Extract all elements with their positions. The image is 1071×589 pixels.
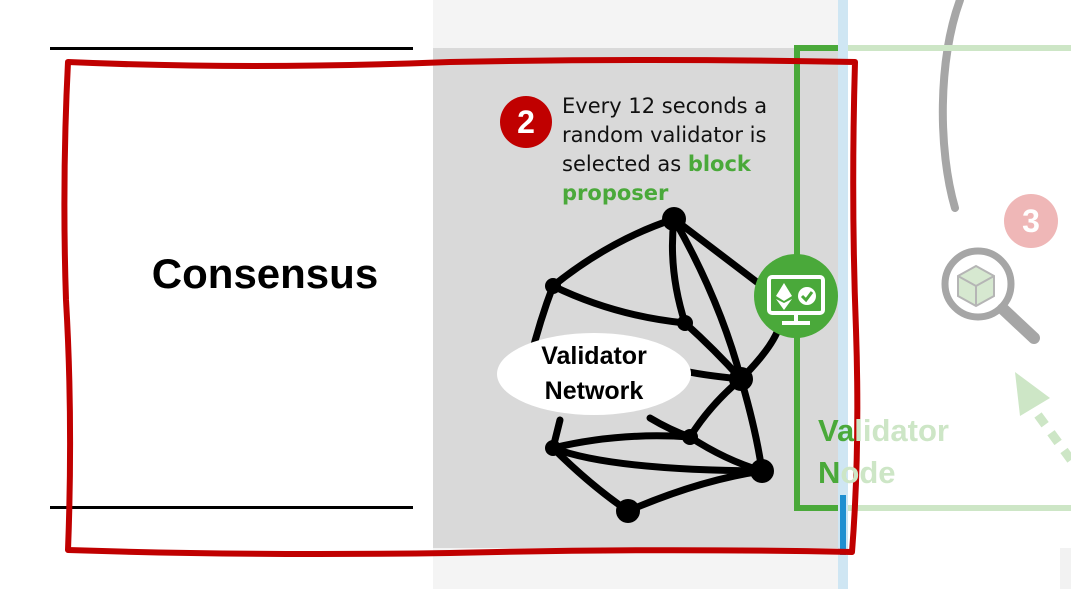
validator-network-label: Validator Network <box>497 333 691 415</box>
block-proposer-highlight: block proposer <box>562 152 751 205</box>
node-label-line1-visible: Va <box>818 413 855 448</box>
top-rule <box>50 47 413 50</box>
arc-connector <box>938 0 964 212</box>
blue-divider <box>838 0 848 589</box>
network-node <box>545 440 561 456</box>
node-label-line1-faded: lidator <box>854 413 949 448</box>
network-nodes <box>545 207 774 523</box>
blue-divider-accent <box>840 495 846 555</box>
corner-box <box>1060 548 1071 589</box>
network-node <box>729 367 753 391</box>
network-node <box>677 315 693 331</box>
highlight-frame <box>61 57 861 557</box>
network-label-line2: Network <box>544 377 644 405</box>
validator-node-label: Validator Node <box>818 410 949 494</box>
network-node <box>545 278 561 294</box>
network-node <box>682 429 698 445</box>
node-label-line2-faded: ode <box>840 455 896 490</box>
next-step-badge: 3 <box>1004 194 1058 248</box>
section-title: Consensus <box>151 250 379 297</box>
node-label-line2-visible: N <box>818 455 841 490</box>
faded-arrow <box>1015 372 1071 463</box>
step-badge: 2 <box>500 96 552 148</box>
step-description-text: Every 12 seconds a random validator is s… <box>562 94 768 176</box>
step-description: Every 12 seconds a random validator is s… <box>562 92 792 208</box>
network-label-line1: Validator <box>541 342 647 370</box>
network-node <box>616 499 640 523</box>
ethereum-validator-monitor-icon <box>754 254 838 338</box>
network-node <box>662 207 686 231</box>
network-node <box>750 459 774 483</box>
inspect-block-magnifier-icon <box>941 247 1040 344</box>
bottom-rule <box>50 506 413 509</box>
